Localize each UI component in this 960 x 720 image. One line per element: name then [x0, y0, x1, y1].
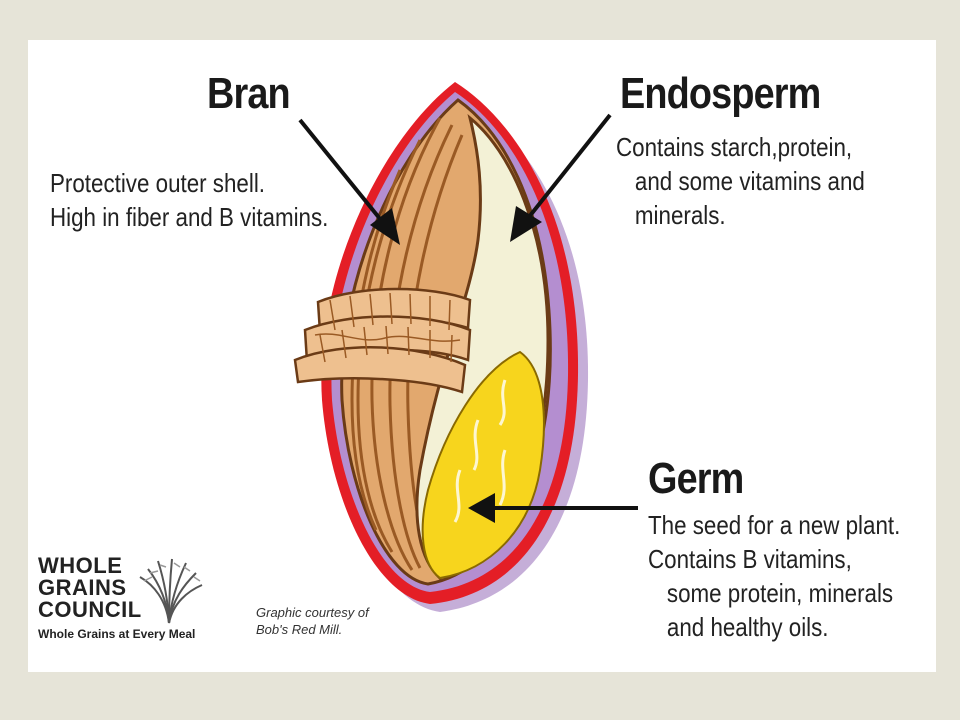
logo-line-1: WHOLE — [38, 553, 123, 578]
logo-line-2: GRAINS — [38, 575, 127, 600]
germ-description-line: The seed for a new plant. — [648, 510, 901, 540]
logo-tagline: Whole Grains at Every Meal — [38, 627, 196, 641]
whole-grains-council-logo: WHOLE GRAINS COUNCIL Whole Grains at Eve… — [38, 555, 238, 655]
bran-description-line: Protective outer shell. — [50, 168, 266, 198]
endosperm-description-line: and some vitamins and — [634, 166, 865, 196]
wheat-sheaf-icon — [139, 558, 203, 624]
endosperm-arrow — [510, 113, 612, 242]
bran-peel-flap — [293, 287, 472, 394]
germ — [421, 350, 545, 580]
credit-line-1: Graphic courtesy of — [256, 605, 369, 620]
germ-description-line: some protein, minerals — [666, 578, 894, 608]
logo-line-3: COUNCIL — [38, 597, 142, 622]
endosperm-description-line: minerals. — [634, 200, 726, 230]
credit-line-2: Bob's Red Mill. — [256, 622, 343, 637]
bran-description: Protective outer shell. High in fiber an… — [50, 166, 328, 234]
germ-description-line: Contains B vitamins, — [648, 544, 852, 574]
germ-description: The seed for a new plant. Contains B vit… — [648, 508, 900, 644]
endosperm-description-line: Contains starch,protein, — [616, 132, 853, 162]
germ-arrow — [468, 493, 638, 523]
endosperm-description: Contains starch,protein, and some vitami… — [616, 130, 865, 232]
bran-arrow — [298, 118, 400, 245]
graphic-credit: Graphic courtesy of Bob's Red Mill. — [256, 604, 369, 638]
bran-heading: Bran — [207, 69, 291, 118]
germ-texture — [453, 379, 507, 523]
germ-description-line: and healthy oils. — [666, 612, 829, 642]
endosperm-heading: Endosperm — [620, 69, 821, 118]
germ-heading: Germ — [648, 454, 744, 503]
bran-description-line: High in fiber and B vitamins. — [50, 202, 329, 232]
